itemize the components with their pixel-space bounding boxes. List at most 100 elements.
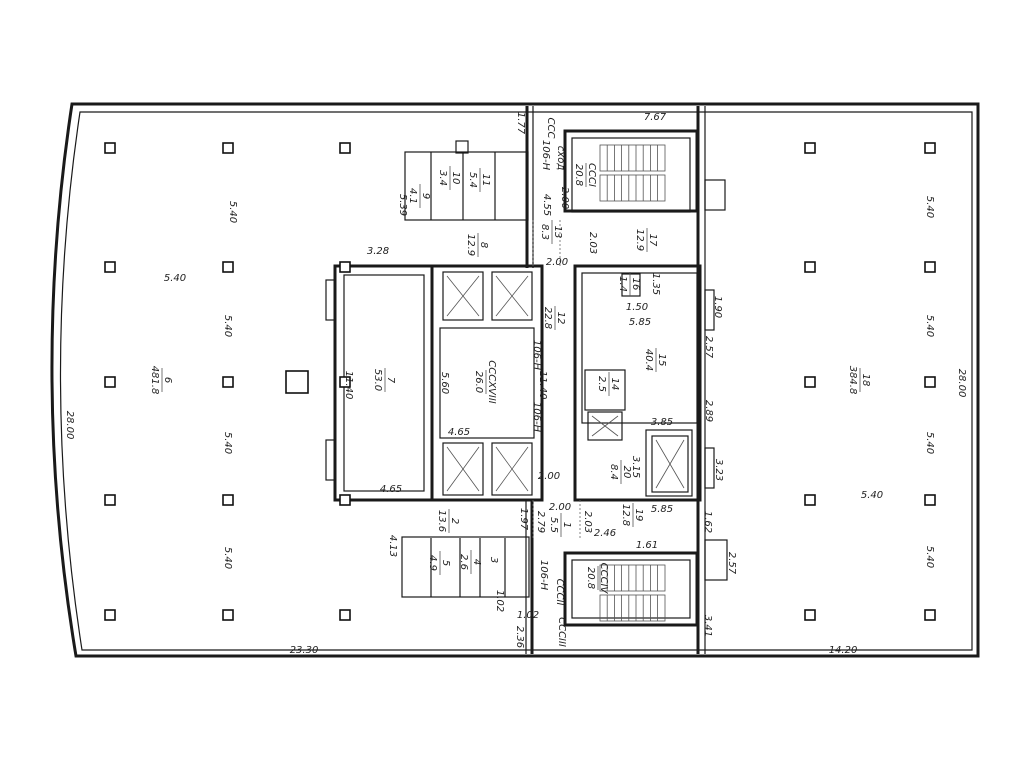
column [339,142,351,154]
dimension-label: 5.40 [924,196,935,218]
annotation-tag: 106-Н [531,402,542,433]
annotation-tag: 106-Н [531,340,542,371]
elevator-shaft [442,442,484,496]
dimension-label: 28.00 [956,369,967,398]
room-number: 18 [860,374,871,387]
column [924,261,936,273]
room-label: 15.5 [548,513,572,537]
dimension-label: 1.90 [712,296,723,318]
room-label: 103.4 [437,166,461,190]
interior-walls [325,106,728,654]
column [222,494,234,506]
outer-walls [50,102,980,658]
annotation-tag: СССIII [556,617,567,647]
elevator-shaft [442,271,484,321]
room-label: 42.6 [458,550,482,574]
room-number: 6 [162,377,173,383]
room-area: 40.4 [643,349,654,371]
dimension-label: 2.03 [587,232,598,254]
room-area: 1.4 [617,276,628,292]
room-area: 53.0 [372,369,383,391]
room-area: 2.6 [458,554,469,570]
dimension-label: 2.00 [538,471,560,482]
dimension-label: 3.85 [651,417,673,428]
dimension-label: 5.40 [924,432,935,454]
staircase [599,144,666,202]
room-area: 384.8 [847,366,858,395]
room-number: СССI [586,163,597,187]
room-area: 4.9 [427,555,438,571]
room-label: 138.3 [539,220,563,244]
dimension-label: 11.40 [343,371,354,400]
column [339,376,351,388]
stairs [599,144,666,622]
dimension-label: 11.40 [537,371,548,400]
column [339,494,351,506]
dimension-label: 5.85 [629,317,651,328]
room-number: 16 [630,278,641,291]
column [104,376,116,388]
dimension-label: 2.03 [582,511,593,533]
column [222,261,234,273]
room-number: 4 [471,559,482,565]
dimension-label: 5.40 [861,490,883,501]
room-label: 208.4 [608,460,632,484]
room-area: 4.1 [407,188,418,204]
room-label: 142.5 [596,372,620,396]
dimension-label: 3.23 [713,459,724,481]
column [339,609,351,621]
shaft-opening [285,370,309,394]
staircase [599,564,666,622]
dimension-label: 1.77 [515,112,526,135]
room-number: 12 [555,312,566,325]
room-number: 11 [480,174,491,187]
column [804,609,816,621]
column [339,261,351,273]
column [222,142,234,154]
room-area: 26.0 [473,371,484,393]
room-number: 2 [449,518,460,524]
room-number: СССXVIII [486,360,497,404]
room-number: 9 [420,193,431,199]
dimension-label: 5.40 [924,315,935,337]
dimension-label: 5.40 [222,547,233,569]
room-area: 12.9 [465,234,476,256]
room-area: 8.3 [539,224,550,240]
dimension-label: 2.57 [726,552,737,575]
room-number: 1 [561,522,572,528]
dimension-label: 4.65 [380,484,402,495]
room-number: 17 [647,234,658,247]
elevator-shafts [442,271,689,496]
room-label: 161.4 [617,272,641,296]
room-area: 5.5 [548,517,559,533]
structural-columns [104,142,936,621]
room-area: 12.8 [620,504,631,526]
column [924,142,936,154]
dimension-label: 7.67 [644,112,667,123]
dimension-label: 1.02 [517,610,539,621]
room-area: 3.4 [437,170,448,186]
room-label: 812.9 [465,233,489,257]
column [104,609,116,621]
column [222,376,234,388]
room-number: 20 [621,466,632,479]
room-area: 13.6 [436,510,447,532]
room-number: 15 [656,354,667,367]
room-label: 3 [488,557,499,563]
elevator-shaft [587,411,623,441]
room-number: 19 [633,509,644,522]
dimension-label: 4.55 [541,194,552,216]
room-area: 20.8 [585,567,596,589]
room-area: 481.8 [149,366,160,395]
dimension-label: 1.61 [636,540,658,551]
dimension-label: 3.41 [702,615,713,637]
dimension-label: 2.79 [535,511,546,533]
dimension-label: 1.50 [626,302,648,313]
dimension-label: 4.65 [448,427,470,438]
room-label: 115.4 [467,168,491,192]
room-area: 5.4 [467,172,478,188]
annotation-tag: СССII [554,579,565,606]
